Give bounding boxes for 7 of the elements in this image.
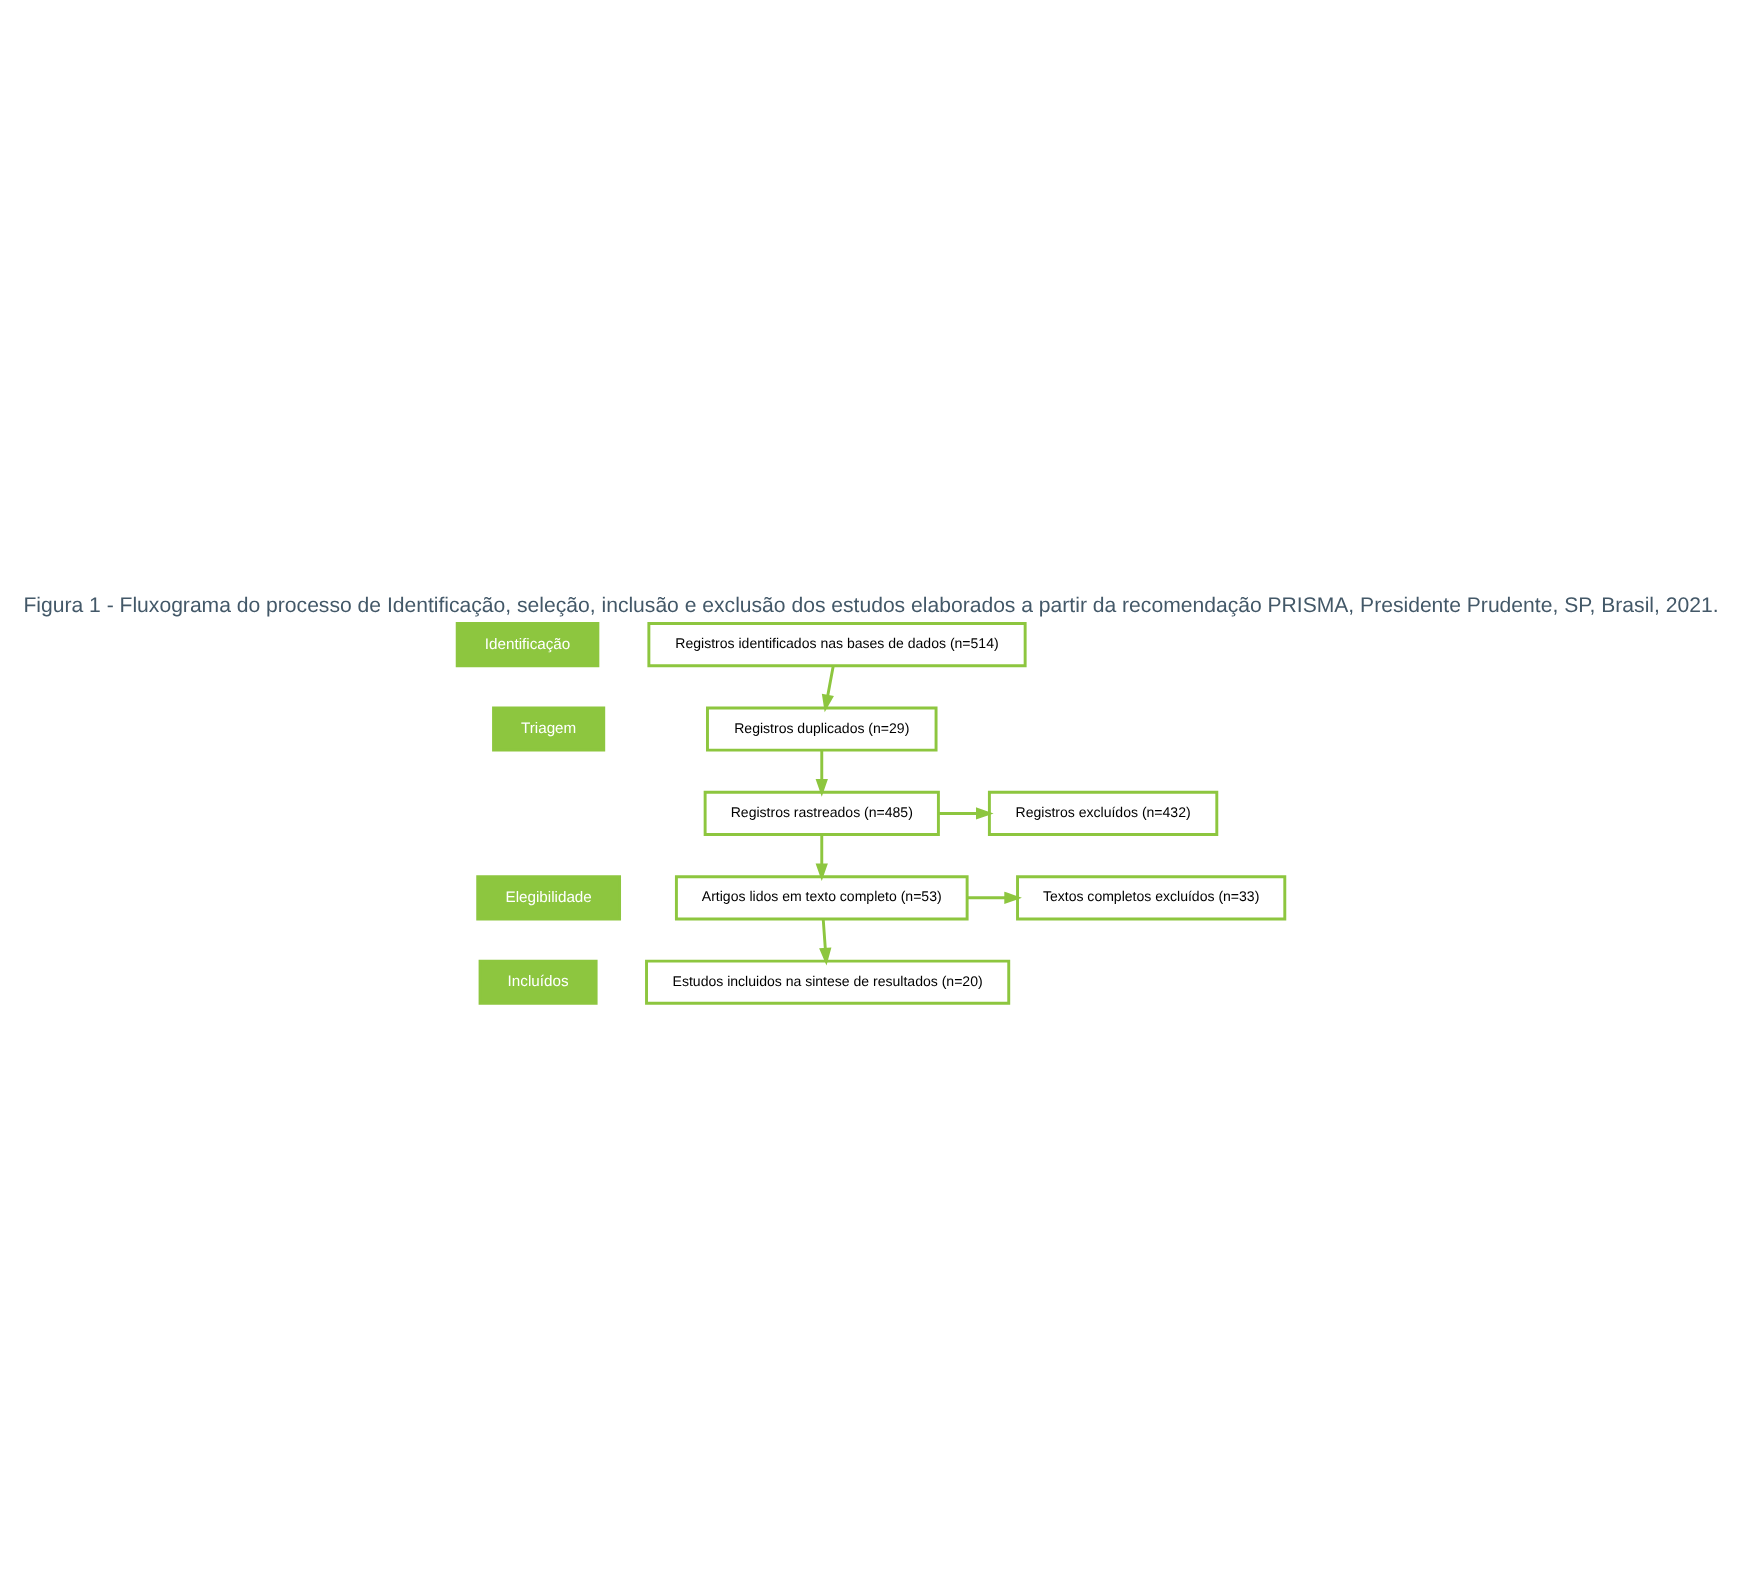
arrow xyxy=(967,890,1022,903)
arrow xyxy=(815,833,828,881)
arrow xyxy=(821,664,835,712)
diagram-title: Figura 1 - Fluxograma do processo de Identificação, seleção, inclusão e exclusão dos estudos elaborados a partir da recomendação PRISMA, Presidente Prudente, SP, Brasil, 2021. xyxy=(23,593,1719,618)
arrow xyxy=(819,918,832,965)
arrow xyxy=(815,749,828,796)
arrow xyxy=(938,806,994,819)
